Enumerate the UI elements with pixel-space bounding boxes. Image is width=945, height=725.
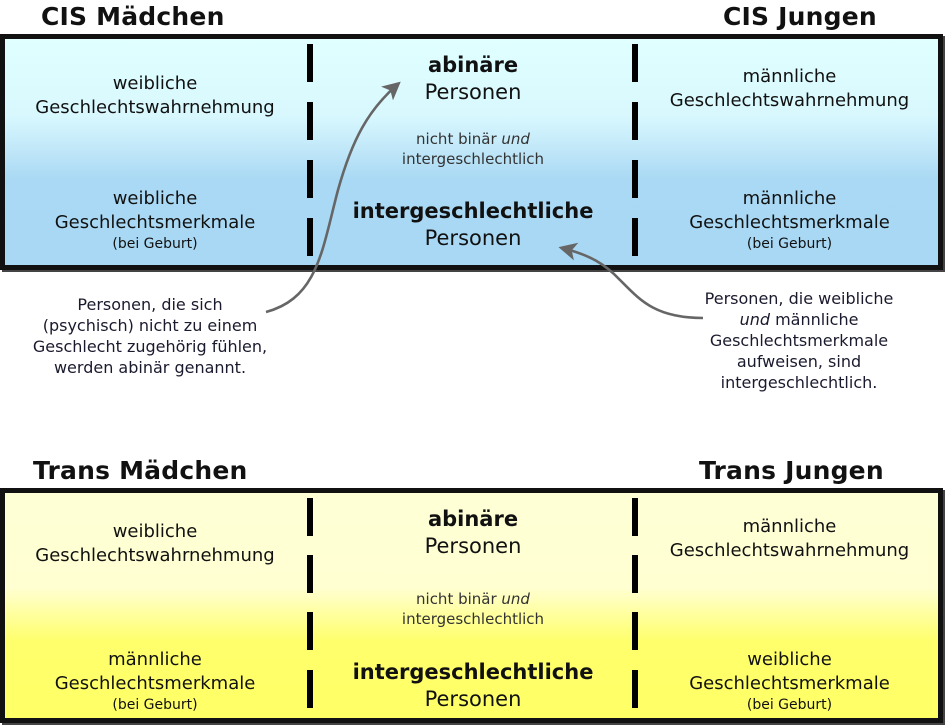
- divider-dash: [632, 160, 638, 198]
- label-line: Personen: [424, 80, 522, 104]
- divider-dash: [307, 612, 313, 650]
- heading-cis-jungen: CIS Jungen: [723, 2, 877, 31]
- heading-trans-jungen: Trans Jungen: [699, 456, 884, 485]
- cis-right-perception: männliche Geschlechtswahrnehmung: [641, 65, 938, 113]
- caption-line: Geschlecht zugehörig fühlen,: [32, 337, 268, 356]
- note-text: intergeschlechtlich: [401, 150, 545, 168]
- caption-line: aufweisen, sind: [736, 352, 862, 371]
- caption-line: Geschlechtsmerkmale: [709, 331, 889, 350]
- label-line: Personen: [424, 534, 522, 558]
- label-line: Geschlechtsmerkmale: [689, 212, 890, 233]
- caption-line: intergeschlechtlich.: [720, 373, 878, 392]
- label-bold: abinäre: [427, 53, 519, 77]
- label-note: (bei Geburt): [746, 697, 833, 713]
- cis-left-perception: weibliche Geschlechtswahrnehmung: [5, 72, 305, 120]
- trans-box: weibliche Geschlechtswahrnehmung männlic…: [0, 488, 943, 723]
- label-bold: abinäre: [427, 507, 519, 531]
- divider-dash: [307, 670, 313, 708]
- note-text: nicht binär: [416, 590, 502, 608]
- label-line: Personen: [424, 226, 522, 250]
- cis-middle-intersex: intergeschlechtliche Personen: [315, 198, 631, 252]
- caption-intersex: Personen, die weibliche und männliche Ge…: [668, 288, 930, 393]
- divider-dash: [632, 670, 638, 708]
- label-line: Geschlechtsmerkmale: [54, 673, 256, 694]
- caption-abinaer: Personen, die sich (psychisch) nicht zu …: [0, 294, 300, 378]
- label-line: männliche: [742, 516, 837, 537]
- divider-dash: [632, 102, 638, 140]
- caption-line: Personen, die weibliche: [704, 289, 894, 308]
- caption-line: Personen, die sich: [77, 295, 223, 314]
- note-italic: und: [501, 590, 530, 608]
- caption-line: männliche: [770, 310, 859, 329]
- trans-middle-intersex: intergeschlechtliche Personen: [315, 659, 631, 713]
- label-line: Geschlechtswahrnehmung: [35, 97, 275, 118]
- label-note: (bei Geburt): [112, 697, 198, 713]
- note-text: nicht binär: [416, 130, 502, 148]
- note-italic: und: [501, 130, 530, 148]
- label-line: Geschlechtswahrnehmung: [35, 545, 275, 566]
- label-line: weibliche: [747, 649, 832, 670]
- label-line: weibliche: [112, 73, 198, 94]
- label-line: Geschlechtswahrnehmung: [669, 540, 910, 561]
- label-line: weibliche: [112, 188, 198, 209]
- note-text: intergeschlechtlich: [401, 610, 545, 628]
- trans-middle-note: nicht binär und intergeschlechtlich: [315, 589, 631, 629]
- label-line: männliche: [742, 66, 837, 87]
- caption-line: werden abinär genannt.: [53, 358, 247, 377]
- divider-dash: [307, 218, 313, 256]
- label-bold: intergeschlechtliche: [352, 199, 594, 223]
- caption-line: (psychisch) nicht zu einem: [42, 316, 258, 335]
- divider-dash: [307, 102, 313, 140]
- cis-middle-note: nicht binär und intergeschlechtlich: [315, 129, 631, 169]
- divider-dash: [307, 44, 313, 82]
- label-note: (bei Geburt): [746, 236, 833, 252]
- divider-dash: [307, 555, 313, 593]
- label-bold: intergeschlechtliche: [352, 660, 594, 684]
- cis-left-traits: weibliche Geschlechtsmerkmale (bei Gebur…: [5, 187, 305, 253]
- caption-italic: und: [739, 310, 770, 329]
- label-line: männliche: [108, 649, 202, 670]
- trans-right-traits: weibliche Geschlechtsmerkmale (bei Gebur…: [641, 648, 938, 714]
- label-line: Geschlechtswahrnehmung: [669, 90, 910, 111]
- label-line: Geschlechtsmerkmale: [54, 212, 256, 233]
- divider-dash: [632, 44, 638, 82]
- trans-left-traits: männliche Geschlechtsmerkmale (bei Gebur…: [5, 648, 305, 714]
- label-line: Personen: [424, 687, 522, 711]
- heading-trans-maedchen: Trans Mädchen: [33, 456, 248, 485]
- trans-right-perception: männliche Geschlechtswahrnehmung: [641, 515, 938, 563]
- trans-middle-abinaer: abinäre Personen: [315, 506, 631, 560]
- label-line: weibliche: [112, 521, 198, 542]
- divider-dash: [632, 498, 638, 536]
- heading-cis-maedchen: CIS Mädchen: [41, 2, 225, 31]
- divider-dash: [632, 555, 638, 593]
- divider-dash: [632, 218, 638, 256]
- label-line: männliche: [742, 188, 837, 209]
- trans-left-perception: weibliche Geschlechtswahrnehmung: [5, 520, 305, 568]
- divider-dash: [307, 160, 313, 198]
- divider-dash: [307, 498, 313, 536]
- cis-box: weibliche Geschlechtswahrnehmung weiblic…: [0, 34, 943, 270]
- divider-dash: [632, 612, 638, 650]
- label-note: (bei Geburt): [112, 236, 198, 252]
- cis-middle-abinaer: abinäre Personen: [315, 52, 631, 106]
- label-line: Geschlechtsmerkmale: [689, 673, 890, 694]
- cis-right-traits: männliche Geschlechtsmerkmale (bei Gebur…: [641, 187, 938, 253]
